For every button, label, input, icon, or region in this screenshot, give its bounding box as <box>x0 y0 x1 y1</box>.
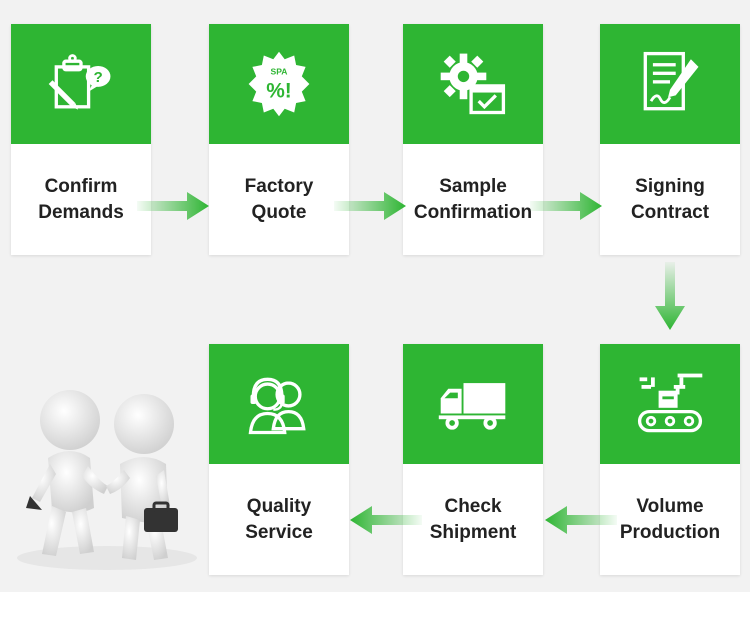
conveyor-robot-icon <box>637 373 703 433</box>
step-volume-production: Volume Production <box>600 344 740 575</box>
step-quality-service: Quality Service <box>209 344 349 575</box>
handshake-figures-illustration <box>17 390 197 570</box>
clipboard-question-icon: ? <box>48 54 111 110</box>
step-label: Confirm Demands <box>11 144 151 255</box>
step-icon-area <box>403 344 543 464</box>
step-label-line1: Check <box>444 495 502 517</box>
step-sample-confirmation: Sample Confirmation <box>403 24 543 255</box>
step-icon-area: ? <box>11 24 151 144</box>
step-label-line2: Production <box>619 521 721 543</box>
step-label: Sample Confirmation <box>403 144 543 255</box>
step-label-line2: Shipment <box>429 521 517 543</box>
price-tag-badge-icon: SPA %! <box>248 51 310 117</box>
step-label-line1: Signing <box>635 175 705 197</box>
step-label-line1: Volume <box>636 495 704 517</box>
step-label: Check Shipment <box>403 464 543 575</box>
step-label-line2: Confirmation <box>413 201 533 223</box>
step-confirm-demands: ? Confirm Demands <box>11 24 151 255</box>
step-label-line2: Service <box>245 521 313 543</box>
step-label-line1: Confirm <box>44 175 118 197</box>
step-icon-area <box>403 24 543 144</box>
step-icon-area: SPA %! <box>209 24 349 144</box>
arrow-left-icon <box>350 506 422 534</box>
step-icon-area <box>209 344 349 464</box>
gear-check-icon <box>440 53 506 115</box>
step-label-line2: Quote <box>251 201 307 223</box>
step-label-line2: Contract <box>630 201 710 223</box>
step-icon-area <box>600 24 740 144</box>
support-agents-icon <box>248 377 306 435</box>
step-label: Factory Quote <box>209 144 349 255</box>
arrow-right-icon <box>530 192 602 220</box>
badge-mark: %! <box>266 79 292 102</box>
delivery-truck-icon <box>438 383 506 430</box>
badge-text: SPA <box>271 67 288 77</box>
arrow-right-icon <box>137 192 209 220</box>
contract-pen-icon <box>643 51 699 111</box>
arrow-right-icon <box>334 192 406 220</box>
step-factory-quote: SPA %! Factory Quote <box>209 24 349 255</box>
step-label-line2: Demands <box>38 201 124 223</box>
step-signing-contract: Signing Contract <box>600 24 740 255</box>
step-icon-area <box>600 344 740 464</box>
svg-text:?: ? <box>93 69 102 86</box>
arrow-down-icon <box>655 262 685 330</box>
step-label: Volume Production <box>600 464 740 575</box>
arrow-left-icon <box>545 506 617 534</box>
step-label-line1: Factory <box>244 175 314 197</box>
step-label: Quality Service <box>209 464 349 575</box>
step-label-line1: Quality <box>246 495 312 517</box>
step-label-line1: Sample <box>439 175 507 197</box>
step-label: Signing Contract <box>600 144 740 255</box>
step-check-shipment: Check Shipment <box>403 344 543 575</box>
